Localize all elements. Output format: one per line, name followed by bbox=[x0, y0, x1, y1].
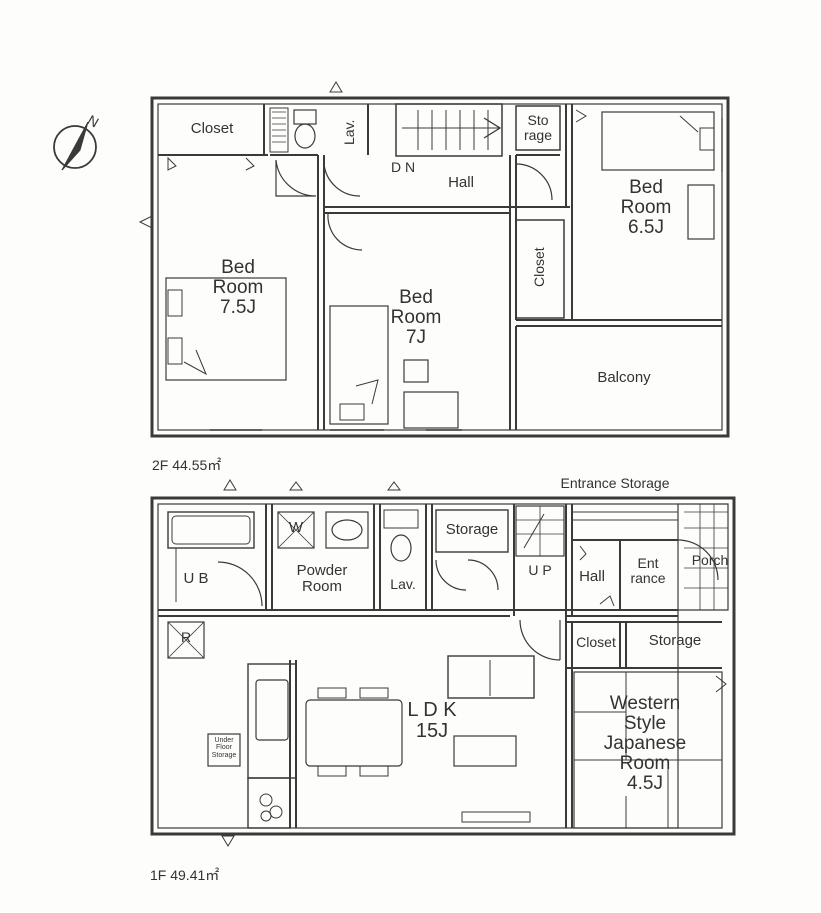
stair-up-label: U P bbox=[528, 562, 552, 578]
room-label-lav-2f: Lav. bbox=[341, 119, 357, 145]
room-label-hall-2f: Hall bbox=[448, 174, 474, 191]
room-label-closet-1f: Closet bbox=[576, 634, 616, 650]
floor2-outline bbox=[150, 96, 730, 438]
room-label-bedroom-65: Bed Room 6.5J bbox=[620, 177, 672, 238]
room-label-lav-1f: Lav. bbox=[390, 576, 416, 592]
room-label-ldk: L D K 15J bbox=[407, 699, 457, 742]
stair-down-label: D N bbox=[390, 159, 416, 175]
room-label-storage-1f: Storage bbox=[445, 521, 499, 538]
room-label-entrance: Ent rance bbox=[630, 555, 666, 586]
compass-icon bbox=[53, 121, 97, 171]
room-label-entrance-storage: Entrance Storage bbox=[560, 475, 670, 491]
room-label-balcony: Balcony bbox=[597, 369, 651, 386]
room-label-bedroom-75: Bed Room 7.5J bbox=[212, 257, 264, 318]
room-label-powder-room: Powder Room bbox=[296, 562, 348, 595]
room-label-storage-right: Storage bbox=[648, 632, 702, 649]
room-label-storage-2f: Sto rage bbox=[523, 112, 553, 143]
room-label-porch: Porch bbox=[691, 552, 729, 568]
floor1-area-label: 1F 49.41㎡ bbox=[150, 867, 220, 883]
floor1-outline bbox=[150, 496, 736, 836]
room-label-underfloor-storage: Under Floor Storage bbox=[211, 737, 237, 759]
room-label-closet-mid-2f: Closet bbox=[531, 247, 547, 287]
room-label-closet-2f: Closet bbox=[190, 120, 234, 137]
refrigerator-label: R bbox=[180, 629, 192, 645]
washer-label: W bbox=[288, 519, 304, 536]
room-label-western-japanese-room: Western Style Japanese Room 4.5J bbox=[603, 693, 687, 794]
floor2-area-label: 2F 44.55㎡ bbox=[152, 457, 222, 473]
room-label-ub: U B bbox=[183, 570, 209, 587]
room-label-hall-1f: Hall bbox=[579, 568, 605, 585]
room-label-bedroom-7: Bed Room 7J bbox=[390, 287, 442, 348]
